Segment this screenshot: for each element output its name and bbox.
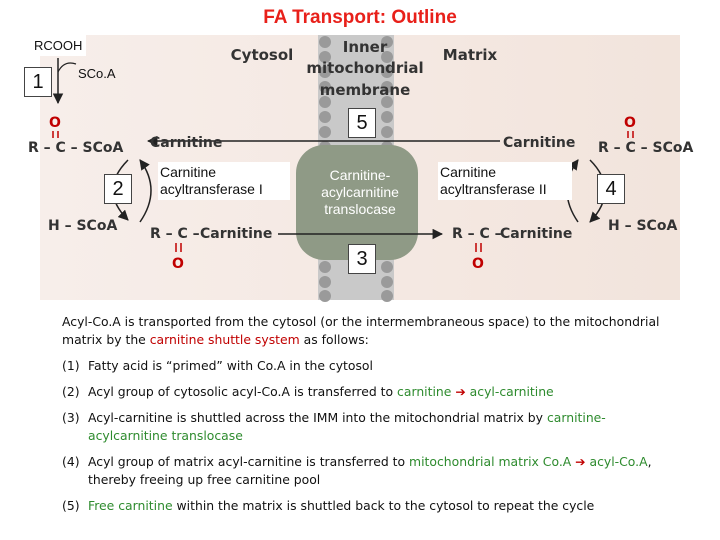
enzyme-cat1-label: Carnitine acyltransferase I [158, 162, 290, 200]
carnitine-right-label: Carnitine [503, 135, 575, 151]
curved-arrow-left-2 [139, 159, 152, 223]
step-5-box: 5 [348, 108, 376, 138]
step-3-box: 3 [348, 244, 376, 274]
step-2-box: 2 [104, 174, 132, 204]
acyl-coa-left: R – C – SCoA [28, 140, 124, 156]
scoa-label: SCo.A [78, 66, 116, 81]
membrane-label-1: Inner [343, 38, 388, 56]
list-item-4: (4)Acyl group of matrix acyl-carnitine i… [62, 454, 652, 487]
list-item-1: (1)Fatty acid is “primed” with Co.A in t… [62, 358, 373, 373]
r-c-bottom-left: R – C – [150, 226, 200, 242]
list-item-2: (2)Acyl group of cytosolic acyl-Co.A is … [62, 384, 554, 399]
acyl-coa-right: R – C – SCoA [598, 140, 694, 156]
step-1-box: 1 [24, 67, 52, 97]
hscoa-left: H – SCoA [48, 218, 117, 234]
list-item-5: (5)Free carnitine within the matrix is s… [62, 498, 595, 513]
o-bottom-left: O [172, 256, 184, 272]
translocase-protein [296, 145, 418, 260]
o-bottom-right: O [472, 256, 484, 272]
hscoa-right: H – SCoA [608, 218, 677, 234]
carnitine-left-label: Carnitine [150, 135, 222, 151]
membrane-label-3: membrane [320, 81, 411, 99]
cytosol-label: Cytosol [231, 46, 294, 64]
matrix-label: Matrix [443, 46, 498, 64]
enzyme-cat2-label: Carnitine acyltransferase II [438, 162, 572, 200]
carnitine-shuttle-diagram: Cytosol Inner mitochondrial membrane Mat… [28, 35, 694, 302]
priming-curve [57, 62, 77, 73]
carnitine-bottom-left: Carnitine [200, 226, 272, 242]
step-4-box: 4 [597, 174, 625, 204]
list-item-3: (3)Acyl-carnitine is shuttled across the… [62, 410, 606, 443]
description-text: Acyl-Co.A is transported from the cytoso… [62, 313, 662, 515]
translocase-label: Carnitine-acylcarnitine translocase [321, 167, 399, 217]
o-left-top: O [49, 115, 61, 131]
page-title: FA Transport: Outline [263, 7, 457, 28]
intro-paragraph: Acyl-Co.A is transported from the cytoso… [62, 314, 660, 347]
membrane-label-2: mitochondrial [306, 59, 423, 77]
carnitine-bottom-right: Carnitine [500, 226, 572, 242]
r-c-bottom-right: R – C – [452, 226, 502, 242]
rcooh-label: RCOOH [30, 35, 87, 56]
o-right-top: O [624, 115, 636, 131]
